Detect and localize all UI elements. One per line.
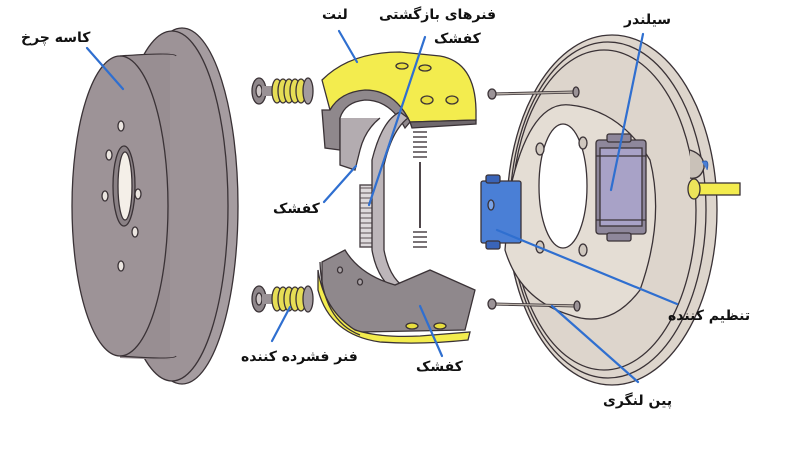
label-anchor-pin: پین لنگری [603, 393, 673, 409]
label-shoe-left: کفشک [273, 201, 320, 217]
label-hold-down-spring: فنر فشرده کننده [241, 349, 358, 365]
label-lining: لنت [322, 7, 348, 23]
leader-shoe-left [322, 164, 358, 204]
leader-shoe-bottom [418, 304, 444, 358]
adjuster [480, 174, 522, 250]
label-cylinder: سیلندر [624, 12, 672, 28]
brake-line [687, 178, 741, 200]
brake-drum [71, 27, 239, 385]
label-shoe-top: کفشک [434, 31, 481, 47]
leader-hold-down-spring [270, 305, 292, 343]
label-drum: کاسه چرخ [21, 30, 91, 46]
label-adjuster: تنظیم کننده [668, 308, 751, 324]
anchor-pin-top [487, 86, 580, 100]
wheel-cylinder [595, 133, 647, 242]
anchor-pin-bottom [487, 298, 581, 312]
leader-drum [85, 46, 125, 91]
leader-return-springs [367, 35, 427, 207]
label-return-springs: فنرهای بازگشتی [379, 7, 497, 23]
hold-down-spring-bottom [251, 285, 314, 313]
brake-shoe-top [321, 51, 477, 171]
leader-anchor-pin [550, 304, 640, 384]
leader-lining [337, 29, 359, 64]
leader-lines [85, 29, 679, 384]
label-shoe-bottom: کفشک [416, 359, 463, 375]
return-spring-right [413, 131, 427, 248]
leader-cylinder [609, 32, 645, 192]
hold-down-spring-top [251, 77, 314, 105]
leader-adjuster [495, 228, 679, 306]
brake-shoe-bottom [317, 249, 476, 344]
